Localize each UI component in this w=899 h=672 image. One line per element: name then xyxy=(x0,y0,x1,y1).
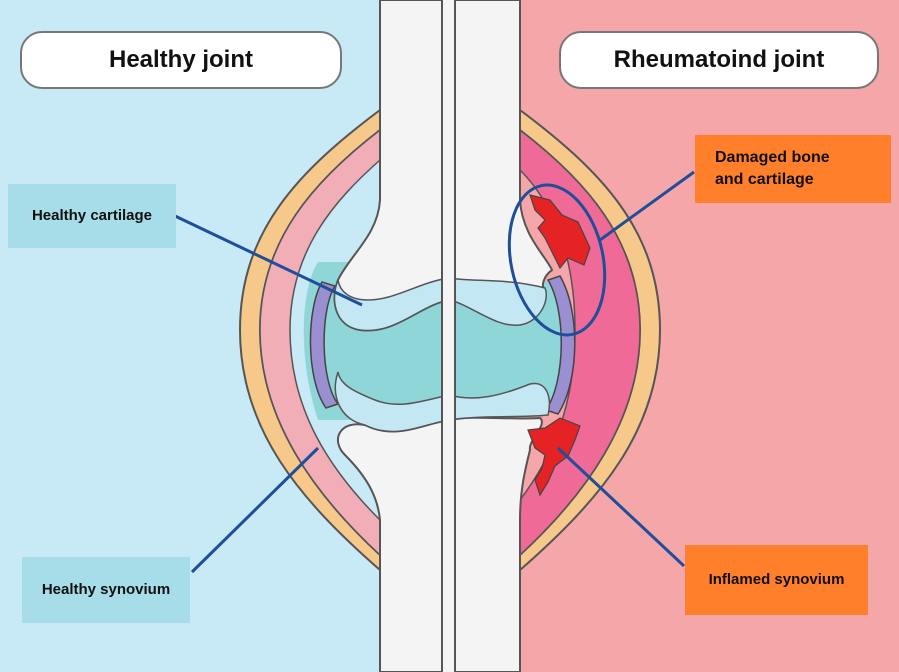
healthy-joint-title: Healthy joint xyxy=(20,31,342,89)
leader-healthy-synovium xyxy=(190,446,320,574)
leader-healthy-cartilage xyxy=(174,214,363,307)
healthy-cartilage-label: Healthy cartilage xyxy=(8,184,176,248)
rheumatoid-joint-title-text: Rheumatoind joint xyxy=(613,46,825,73)
bone-erosion-lower xyxy=(527,417,581,497)
inflamed-synovium-layer xyxy=(519,128,641,557)
divider-gap xyxy=(443,0,454,672)
inflamed-synovium-text: Inflamed synovium xyxy=(708,570,845,588)
damaged-bone-cartilage-text: Damaged bone and cartilage xyxy=(715,149,830,188)
damage-highlight-ellipse xyxy=(507,183,607,337)
rheumatoid-joint-title: Rheumatoind joint xyxy=(559,31,879,89)
damaged-bone-cartilage-label: Damaged bone and cartilage xyxy=(695,135,891,203)
healthy-cartilage-text: Healthy cartilage xyxy=(31,206,153,224)
leader-damaged-bone xyxy=(599,170,695,242)
healthy-joint-title-text: Healthy joint xyxy=(108,46,253,73)
leader-inflamed-synovium xyxy=(556,446,686,568)
bone-erosion-upper xyxy=(529,194,591,270)
healthy-synovium-label: Healthy synovium xyxy=(22,557,190,623)
rheumatoid-cartilage-layer xyxy=(544,275,576,415)
inflamed-synovium-label: Inflamed synovium xyxy=(685,545,868,615)
rheumatoid-lower-cartilage xyxy=(448,382,551,421)
healthy-synovium-text: Healthy synovium xyxy=(41,580,171,598)
rheumatoid-upper-cartilage xyxy=(448,277,547,326)
